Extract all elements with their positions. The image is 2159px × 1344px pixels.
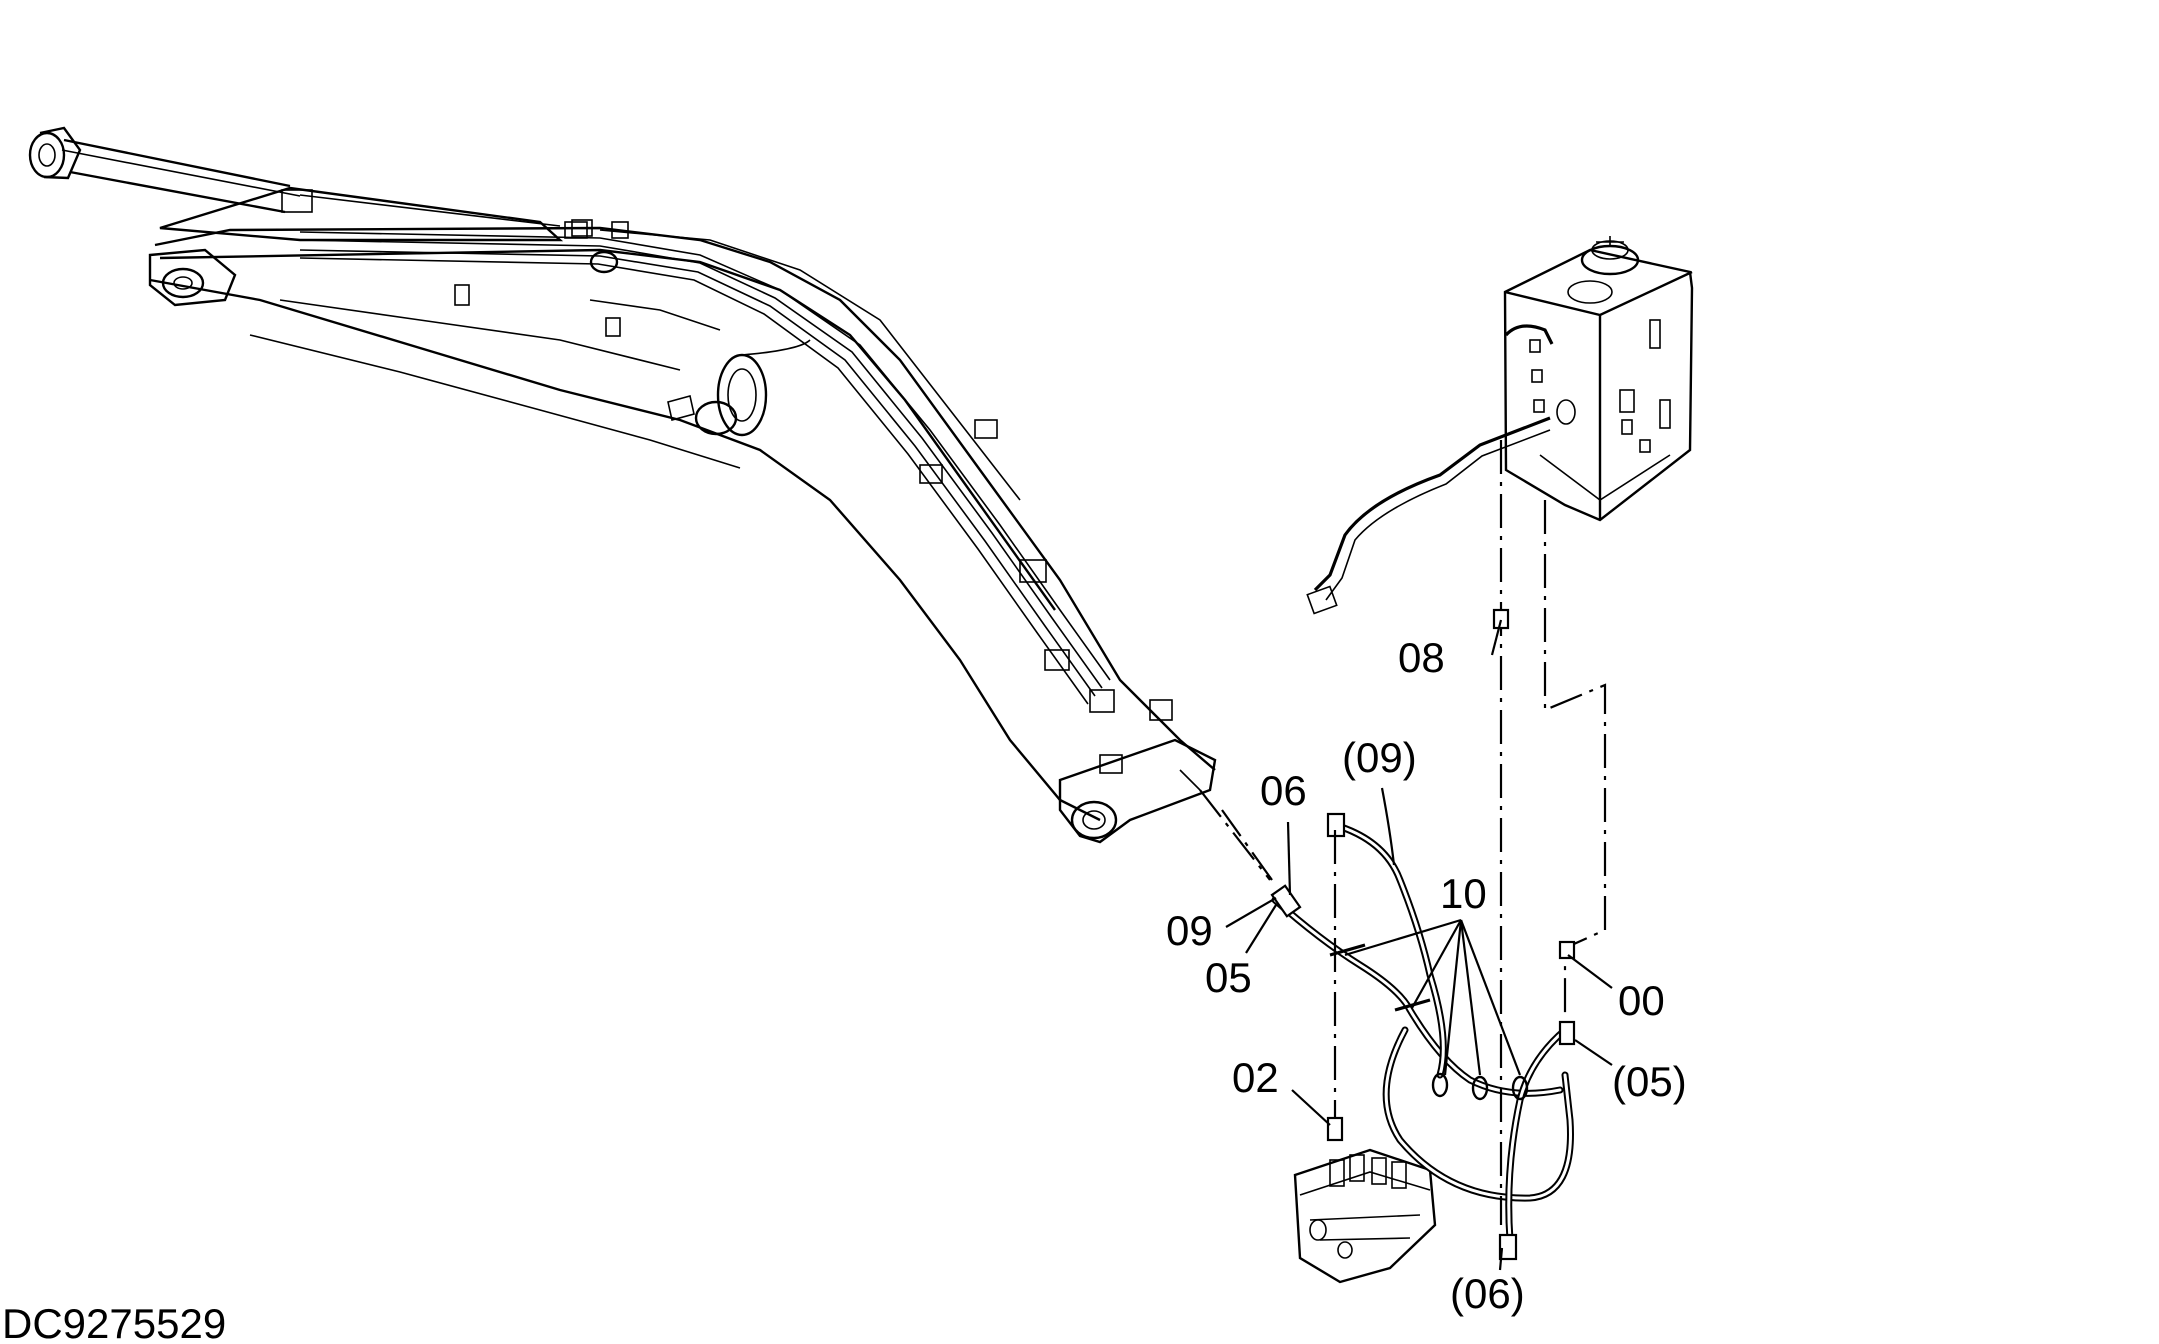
tank-ports (1529, 319, 1671, 453)
callout-05: 05 (1205, 954, 1252, 1001)
fitting-08 (1492, 608, 1510, 630)
callout-06: 06 (1260, 767, 1307, 814)
boom-swivel (667, 339, 811, 437)
callout-02: 02 (1232, 1054, 1279, 1101)
callout-09: 09 (1166, 907, 1213, 954)
boom-port (589, 250, 619, 274)
callout-09-ref: (09) (1342, 734, 1417, 781)
callouts: 08 (09) 06 10 09 05 00 02 (05) (06) DC92… (2, 634, 1687, 1344)
boom-assembly (28, 126, 1271, 881)
callout-06-ref: (06) (1450, 1270, 1525, 1317)
boom-rod-end (28, 126, 301, 214)
callout-05-ref: (05) (1612, 1058, 1687, 1105)
fitting-02 (1326, 1116, 1344, 1142)
hydraulic-tank (1306, 236, 1694, 615)
boom-nose (1058, 738, 1217, 844)
leader-lines (1225, 619, 1613, 1271)
document-id: DC9275529 (2, 1300, 226, 1344)
boom-pipes (299, 229, 1111, 705)
callout-00: 00 (1618, 977, 1665, 1024)
hose-assembly (1270, 812, 1576, 1261)
callout-10: 10 (1440, 870, 1487, 917)
fitting-00 (1558, 940, 1576, 960)
pipe-clamps (454, 219, 1173, 774)
boom-cylinder (159, 186, 588, 242)
boom-foot (148, 248, 237, 307)
control-valve (1293, 1148, 1437, 1284)
callout-08: 08 (1398, 634, 1445, 681)
tank-filler-cap (1567, 236, 1640, 304)
center-lines (1221, 440, 1607, 1225)
